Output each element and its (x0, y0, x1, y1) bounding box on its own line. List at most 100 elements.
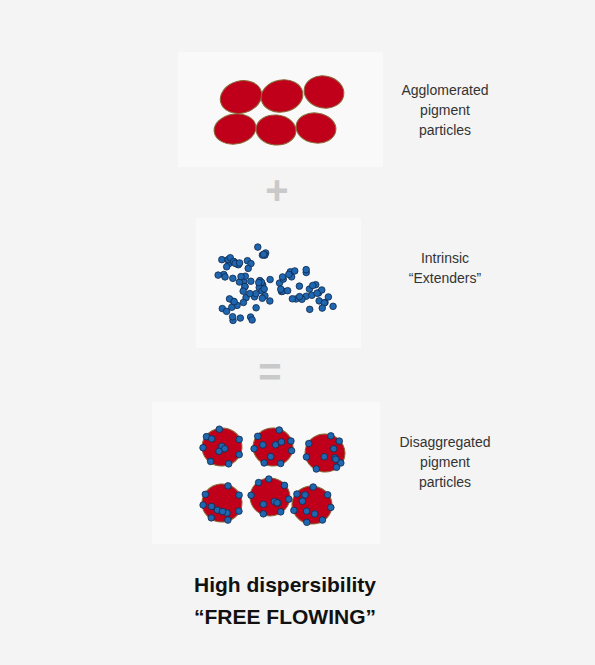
part-label: Intrinsic “Extenders” (393, 248, 497, 288)
coated-particle (200, 482, 244, 523)
extender-dot (245, 265, 252, 272)
extender-dot (260, 501, 267, 508)
extender-dot (314, 290, 321, 297)
extender-dot (208, 436, 215, 443)
extender-dot (303, 508, 310, 515)
extender-dot (286, 271, 293, 278)
extender-dot (200, 502, 207, 509)
extender-dot (260, 511, 267, 518)
extender-dot (296, 283, 303, 290)
extender-dot (253, 290, 260, 297)
plus-sign: + (247, 170, 307, 210)
extender-dot (251, 445, 258, 452)
extender-dot (254, 244, 261, 251)
extender-dot (236, 260, 243, 267)
extender-dot (240, 288, 247, 295)
extender-dot (207, 458, 214, 465)
extender-dot (303, 266, 310, 273)
extender-dot (288, 438, 295, 445)
coated-particle (290, 483, 335, 526)
extender-dot (278, 439, 285, 446)
extender-dot (330, 303, 337, 310)
extender-dot (325, 294, 332, 301)
extender-dot (202, 491, 209, 498)
extender-dot (299, 498, 306, 505)
extender-dot (222, 274, 229, 281)
extender-dot (296, 293, 303, 300)
extender-dot (275, 500, 282, 507)
coated-particle (248, 476, 292, 517)
extender-dot (267, 453, 274, 460)
extender-dot (309, 282, 316, 289)
extender-dot (267, 298, 274, 305)
extender-dot (289, 296, 296, 303)
extender-dot (255, 479, 262, 486)
extender-dot (277, 509, 284, 516)
extender-dot (254, 433, 261, 440)
extender-dot (215, 272, 222, 279)
extender-dot (279, 274, 286, 281)
extender-dot (230, 275, 237, 282)
coated-particle (251, 426, 295, 467)
extender-dot (236, 451, 243, 458)
title: High dispersibility “FREE FLOWING” (170, 569, 400, 633)
part-label: Agglomerated pigment particles (393, 80, 497, 140)
extender-dot (306, 306, 313, 313)
panel (152, 402, 380, 544)
extender-dot (303, 454, 310, 461)
extender-dot (302, 492, 309, 499)
extender-dot (310, 484, 317, 491)
extender-dot (249, 317, 256, 324)
extender-dot (223, 263, 230, 270)
extender-dot (332, 456, 339, 463)
extender-dot (238, 273, 245, 280)
extender-dot (231, 298, 238, 305)
extender-dot (330, 445, 337, 452)
extender-dot (225, 483, 232, 490)
panel (178, 52, 383, 167)
extender-dot (277, 460, 284, 467)
extender-dot (276, 427, 283, 434)
extender-dot (319, 517, 326, 524)
extender-dot (200, 444, 207, 451)
pigment-particles (212, 73, 346, 147)
extender-dot (236, 508, 243, 515)
equals-sign: = (240, 352, 300, 392)
extender-dot (266, 476, 273, 483)
extender-dot (236, 492, 243, 499)
extender-dot (236, 436, 243, 443)
extender-dot (306, 440, 313, 447)
extender-dot (208, 503, 215, 510)
extender-dot (247, 290, 254, 297)
extender-dot (208, 515, 215, 522)
extender-dot (240, 299, 247, 306)
extender-dot (259, 295, 266, 302)
extender-dot (216, 426, 223, 433)
extender-dot (328, 504, 335, 511)
panel (196, 218, 361, 348)
extender-dot (229, 313, 236, 320)
extender-dot (221, 445, 228, 452)
coated-particles (200, 425, 348, 526)
extender-dot (333, 464, 340, 471)
extender-dot (274, 500, 281, 507)
extender-dot (225, 461, 232, 468)
coated-particle (200, 425, 245, 468)
extender-dot (248, 278, 255, 285)
extender-dot (260, 251, 267, 258)
extender-dot (313, 466, 320, 473)
extender-dot (324, 492, 331, 499)
extender-dot (328, 433, 335, 440)
extender-dot (284, 287, 291, 294)
coated-particle (302, 431, 348, 475)
extender-dot (288, 447, 295, 454)
extender-dot (336, 438, 343, 445)
extender-dot (281, 482, 288, 489)
extender-dot (294, 491, 301, 498)
extender-dot (319, 305, 326, 312)
extender-dot (311, 511, 318, 518)
extender-dot (225, 517, 232, 524)
extender-dot (260, 442, 267, 449)
extender-dot (237, 315, 244, 322)
